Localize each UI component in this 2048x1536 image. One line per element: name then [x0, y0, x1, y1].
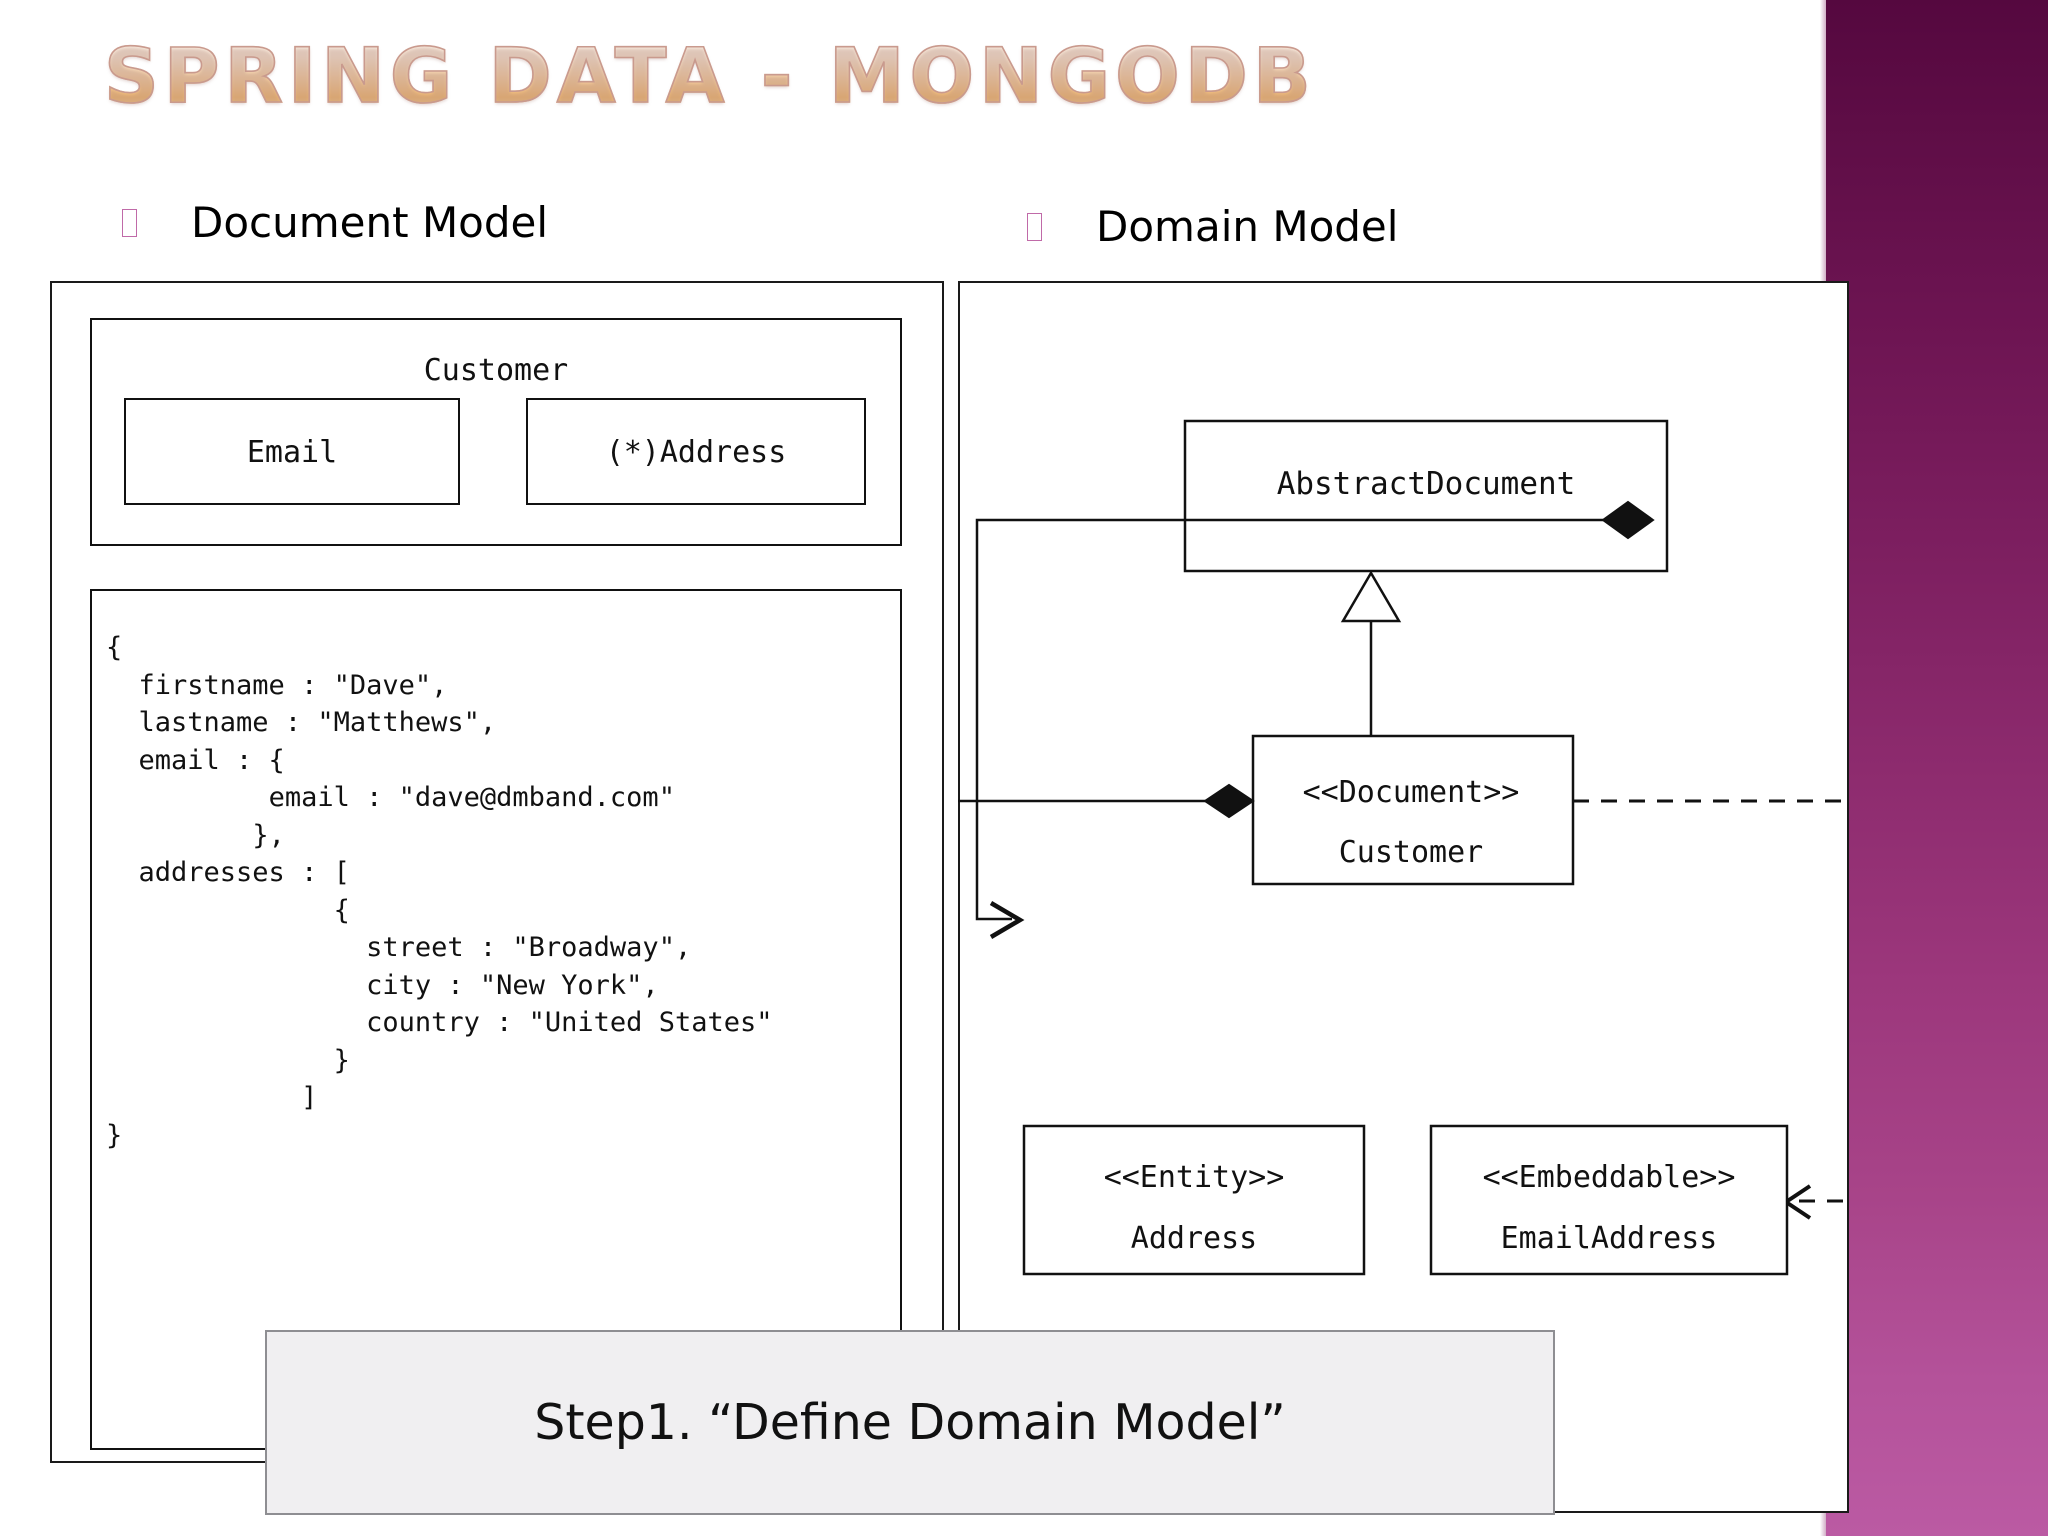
caption-text: Step1. “Define Domain Model”	[534, 1394, 1286, 1451]
json-sample-box	[90, 589, 902, 1450]
purple-accent-band	[1826, 0, 2048, 1536]
square-bullet-icon	[122, 208, 137, 237]
uml-class-box-emailaddress	[1429, 1124, 1789, 1276]
field-label-email: Email	[246, 435, 338, 470]
hollow-triangle-icon	[1340, 570, 1402, 623]
filled-diamond-icon	[1601, 500, 1655, 540]
uml-class-name-customer: Customer	[1338, 835, 1484, 870]
uml-stereotype-address: <<Entity>>	[1103, 1160, 1285, 1195]
field-box-address	[526, 398, 866, 505]
dependency-dashed-line	[1573, 799, 1849, 1203]
uml-class-name-address: Address	[1130, 1221, 1258, 1256]
uml-class-box-address	[1022, 1124, 1366, 1276]
customer-group-label: Customer	[423, 353, 569, 388]
uml-class-diagram	[958, 419, 1849, 1276]
uml-composition-routing	[975, 500, 1655, 939]
field-label-address: (*)Address	[605, 435, 787, 470]
caption-box: Step1. “Define Domain Model”	[265, 1330, 1555, 1515]
uml-class-box-abstractdocument	[1183, 419, 1669, 573]
json-sample-code: { firstname : "Dave", lastname : "Matthe…	[106, 632, 773, 1151]
page-title: SPRING DATA - MONGODB	[103, 31, 1316, 120]
field-box-email	[124, 398, 460, 505]
section-heading-domain-model: Domain Model	[1027, 202, 1398, 251]
section-heading-label: Domain Model	[1096, 202, 1399, 251]
composition-open-arrow-icon	[989, 901, 1025, 939]
filled-diamond-icon	[1203, 783, 1255, 819]
section-heading-document-model: Document Model	[122, 198, 548, 247]
composition-route-line	[975, 518, 1653, 921]
uml-class-name-abstractdocument: AbstractDocument	[1276, 466, 1576, 502]
uml-stereotype-emailaddress: <<Embeddable>>	[1482, 1160, 1736, 1195]
composition-line	[958, 799, 1253, 803]
section-heading-label: Document Model	[191, 198, 549, 247]
uml-class-name-emailaddress: EmailAddress	[1500, 1221, 1718, 1256]
square-bullet-icon	[1027, 212, 1042, 241]
uml-class-box-customer	[1251, 734, 1575, 886]
uml-stereotype-customer: <<Document>>	[1302, 775, 1520, 810]
